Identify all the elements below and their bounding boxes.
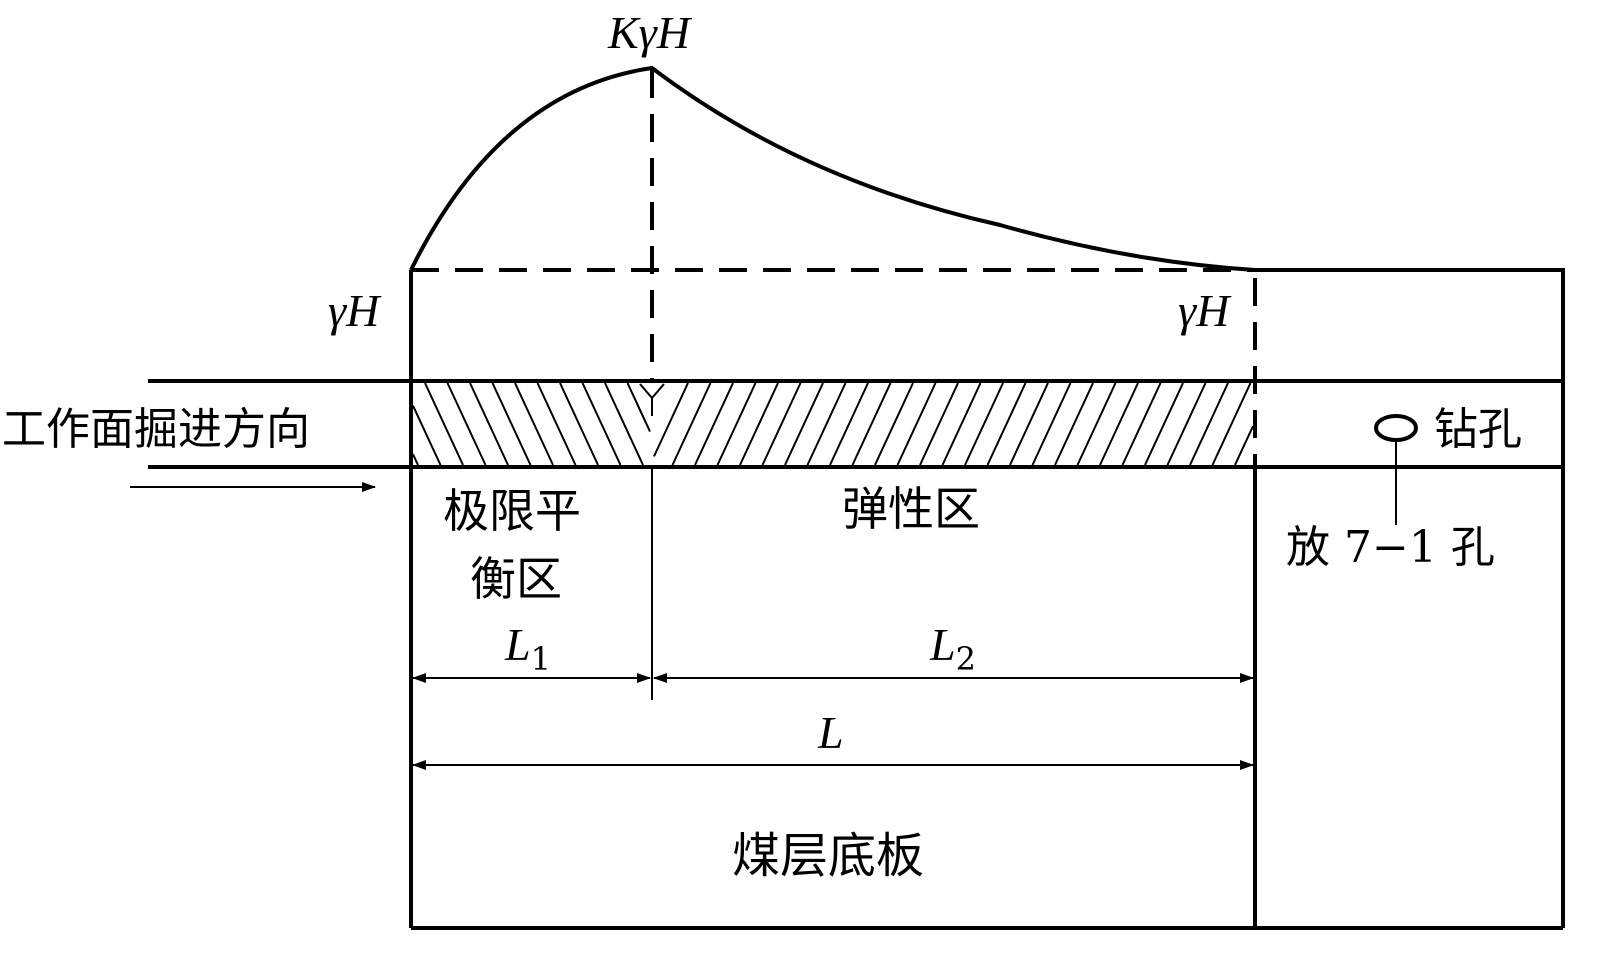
hatch-line bbox=[1144, 382, 1184, 466]
hatch-line bbox=[536, 382, 577, 466]
left-stress-label: γH bbox=[328, 285, 382, 336]
hatch-line bbox=[716, 382, 757, 466]
hatch-line bbox=[1189, 382, 1229, 466]
hatch-line bbox=[919, 382, 959, 466]
hole-name-label: 放 7−1 孔 bbox=[1286, 522, 1495, 573]
hatch-line bbox=[1031, 382, 1072, 466]
hatch-line bbox=[559, 382, 599, 466]
hatch-line bbox=[761, 382, 802, 466]
hatch-line bbox=[806, 382, 847, 466]
l1-label: L1 bbox=[504, 619, 551, 678]
hatch-line bbox=[491, 382, 532, 466]
limit-zone-label-1: 极限平 bbox=[443, 484, 581, 538]
right-stress-label: γH bbox=[1178, 285, 1232, 336]
drill-hole-label: 钻孔 bbox=[1434, 404, 1522, 455]
hatch-line bbox=[941, 382, 982, 466]
coal-hatching bbox=[412, 382, 1254, 466]
hatch-line bbox=[896, 382, 937, 466]
hatch-line bbox=[514, 382, 554, 466]
hatch-line bbox=[829, 382, 869, 466]
hatch-line bbox=[651, 383, 665, 399]
hatch-line bbox=[412, 405, 442, 466]
right-block-top bbox=[1255, 268, 1565, 928]
hatch-line bbox=[671, 382, 712, 466]
hatch-line bbox=[639, 383, 653, 399]
limit-zone-label-2: 衡区 bbox=[470, 552, 562, 606]
hatch-line bbox=[784, 382, 824, 466]
hatch-line bbox=[653, 382, 689, 457]
hatch-line bbox=[1121, 382, 1162, 466]
drill-hole-icon bbox=[1374, 414, 1418, 442]
hatch-line bbox=[1234, 425, 1254, 466]
hatch-line bbox=[1054, 382, 1094, 466]
hatch-line bbox=[986, 382, 1027, 466]
peak-label: KγH bbox=[607, 7, 693, 58]
hatch-line bbox=[424, 382, 464, 466]
hatch-line bbox=[1099, 382, 1139, 466]
hatch-line bbox=[1211, 382, 1252, 466]
hatch-line bbox=[851, 382, 892, 466]
hatch-line bbox=[446, 382, 487, 466]
hatch-line bbox=[626, 382, 651, 432]
l2-label: L2 bbox=[929, 619, 976, 678]
hatch-line bbox=[581, 382, 622, 466]
hatch-line bbox=[469, 382, 509, 466]
hatch-line bbox=[1009, 382, 1049, 466]
hatch-line bbox=[964, 382, 1004, 466]
stress-curve bbox=[409, 65, 1256, 272]
hatch-line bbox=[739, 382, 779, 466]
hatch-line bbox=[874, 382, 914, 466]
hatch-line bbox=[1166, 382, 1207, 466]
hatch-line bbox=[412, 453, 419, 466]
floor-label: 煤层底板 bbox=[732, 828, 924, 884]
elastic-zone-label: 弹性区 bbox=[842, 482, 980, 536]
hatch-line bbox=[1076, 382, 1117, 466]
hatch-line bbox=[694, 382, 734, 466]
l-label: L bbox=[817, 707, 844, 758]
hatch-line bbox=[604, 382, 644, 466]
direction-label: 工作面掘进方向 bbox=[2, 404, 310, 455]
